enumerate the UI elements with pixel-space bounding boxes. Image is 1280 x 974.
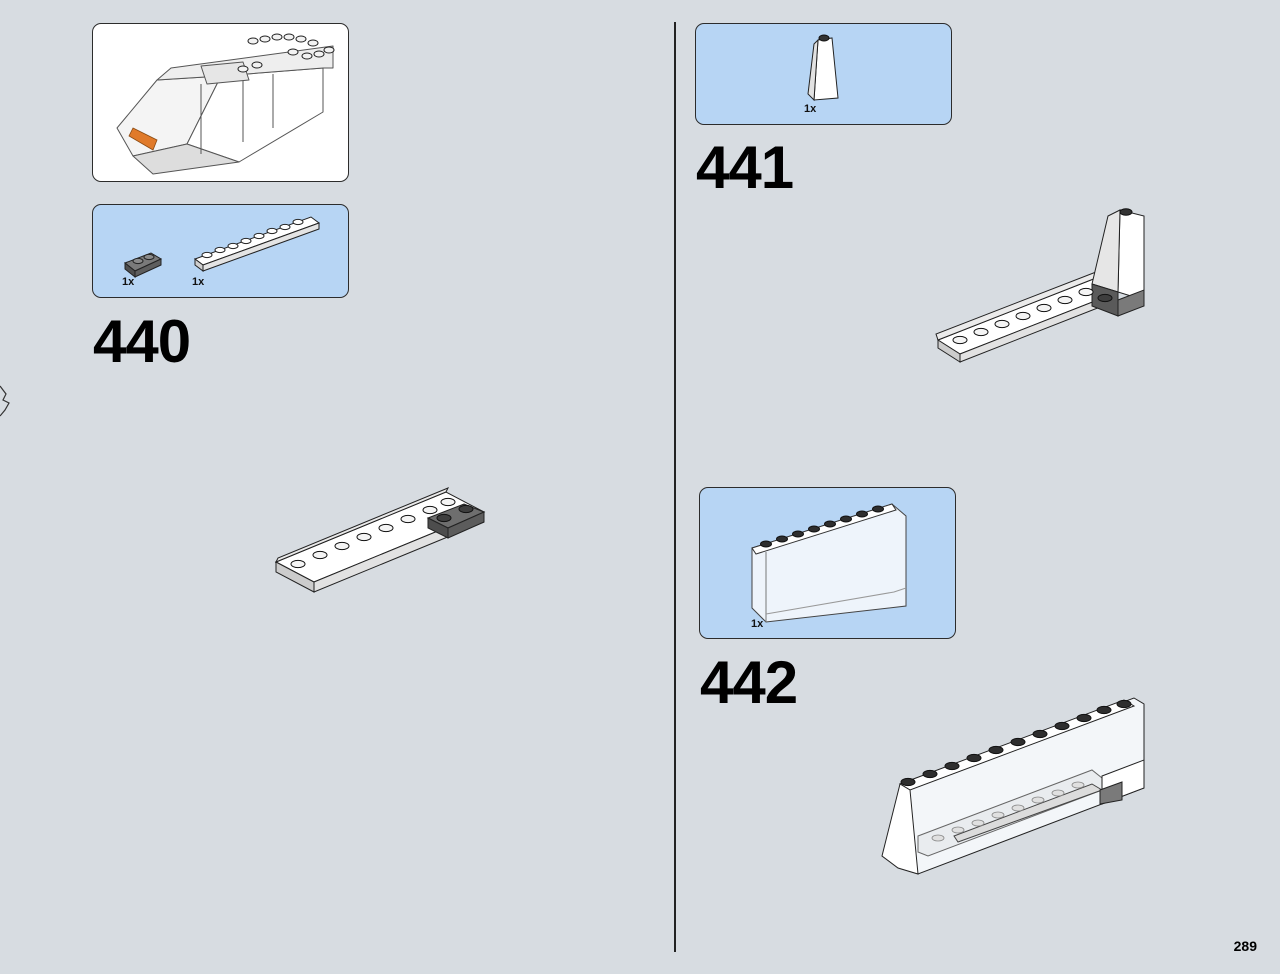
parts-callout-step-442: 1x [699, 487, 956, 639]
step-number-441: 441 [696, 134, 794, 201]
step-440-assembly-model [274, 487, 486, 593]
parts-callout-step-440: 1x 1x [92, 204, 349, 298]
white-plate-1x8-with-rail-icon [193, 216, 321, 272]
part-quantity: 1x [804, 103, 817, 115]
step-441-assembly-model [935, 208, 1145, 363]
part-quantity: 1x [122, 276, 135, 288]
page-number: 289 [1233, 938, 1257, 954]
part-quantity: 1x [751, 618, 764, 630]
parts-callout-step-441: 1x [695, 23, 952, 125]
step-442-assembly-model [881, 697, 1145, 875]
step-number-442: 442 [700, 649, 798, 716]
dark-gray-plate-1x2-icon [124, 252, 163, 279]
white-slope-brick-icon [807, 34, 839, 102]
page-edge-fragment [0, 385, 10, 417]
sub-assembly-model-icon [116, 33, 335, 175]
transparent-windscreen-1x8-icon [751, 503, 907, 623]
sub-assembly-callout [92, 23, 349, 182]
page-column-divider [674, 22, 676, 952]
highlighted-orange-part [128, 127, 158, 151]
part-quantity: 1x [192, 276, 205, 288]
step-number-440: 440 [93, 308, 191, 375]
